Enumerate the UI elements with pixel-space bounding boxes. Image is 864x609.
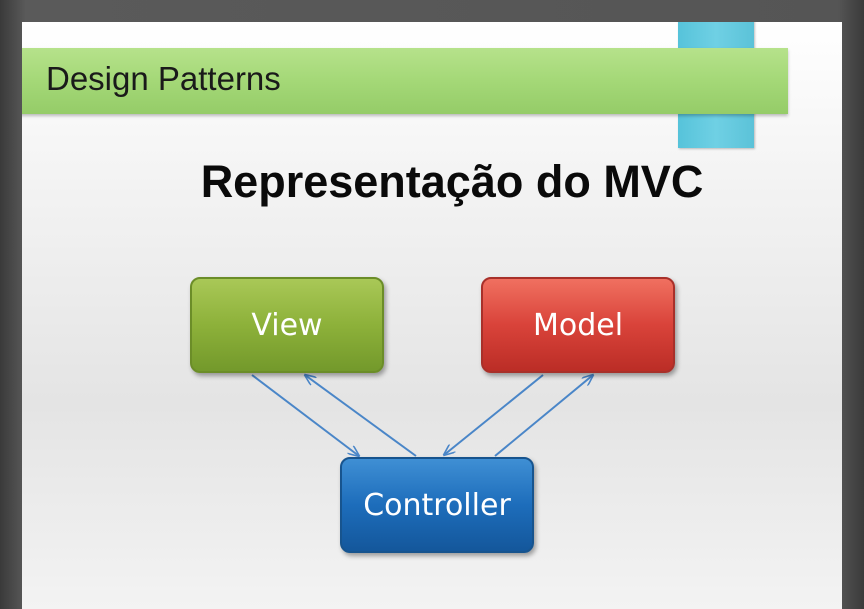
node-controller: Controller — [340, 457, 534, 553]
node-view-label: View — [251, 307, 323, 343]
slide: Design Patterns Representação do MVC Vie… — [22, 22, 842, 609]
arrow-controller-to-model — [494, 375, 593, 457]
arrow-model-to-controller — [444, 374, 544, 455]
arrow-controller-to-view — [305, 375, 417, 457]
green-banner — [22, 48, 788, 114]
node-model-label: Model — [532, 307, 624, 343]
node-model: Model — [481, 277, 675, 373]
node-view: View — [190, 277, 384, 373]
arrow-view-to-controller — [251, 374, 359, 456]
main-title: Representação do MVC — [200, 156, 704, 207]
mvc-arrows — [251, 22, 842, 609]
node-controller-label: Controller — [363, 487, 511, 523]
banner-title: Design Patterns — [46, 60, 281, 97]
